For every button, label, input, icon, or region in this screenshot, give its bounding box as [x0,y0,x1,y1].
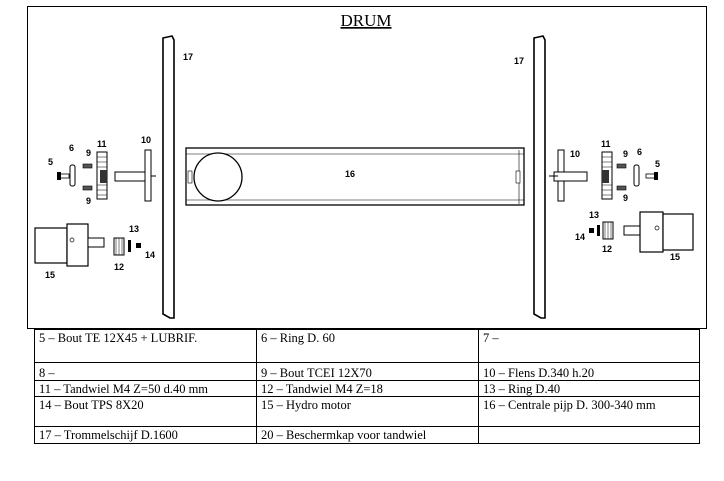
label-15-right: 15 [670,252,680,262]
table-cell: 9 – Bout TCEI 12X70 [256,362,479,381]
label-14-right: 14 [575,232,585,242]
label-13-right: 13 [589,210,599,220]
parts-list-table: 5 – Bout TE 12X45 + LUBRIF. 6 – Ring D. … [34,329,700,444]
label-5-right: 5 [655,159,660,169]
table-cell: 7 – [478,329,700,363]
table-row: 17 – Trommelschijf D.1600 20 – Beschermk… [34,426,700,444]
right-gear-12 [602,221,614,240]
left-gear-11 [96,151,108,200]
label-12-right: 12 [602,244,612,254]
table-row: 5 – Bout TE 12X45 + LUBRIF. 6 – Ring D. … [34,329,700,363]
right-ring-13 [597,225,600,236]
diagram-title: DRUM [340,11,391,30]
label-16: 16 [345,169,355,179]
label-9b-right: 9 [623,193,628,203]
table-cell: 13 – Ring D.40 [478,380,700,397]
left-bolts-9 [82,163,93,191]
table-cell: 8 – [34,362,257,381]
table-cell: 5 – Bout TE 12X45 + LUBRIF. [34,329,257,363]
left-ring-6 [69,164,76,187]
drum-drawing: DRUM 17 17 16 [27,6,707,329]
table-row: 14 – Bout TPS 8X20 15 – Hydro motor 16 –… [34,396,700,427]
left-motor-15 [34,223,105,267]
left-drum-disc [162,35,175,319]
left-bolt-14 [136,243,141,248]
left-bolt-5 [57,172,70,180]
label-9a-left: 9 [86,148,91,158]
label-11-left: 11 [97,139,107,149]
table-row: 8 – 9 – Bout TCEI 12X70 10 – Flens D.340… [34,362,700,381]
label-12-left: 12 [114,262,124,272]
right-bolts-9 [616,163,627,191]
label-17-right: 17 [514,56,524,66]
table-cell: 6 – Ring D. 60 [256,329,479,363]
left-gear-12 [113,237,125,256]
drawing-frame [27,6,707,329]
right-bolt-5 [645,172,658,180]
right-motor-15 [623,211,694,253]
label-5-left: 5 [48,157,53,167]
label-11-right: 11 [601,139,611,149]
label-10-right: 10 [570,149,580,159]
label-6-right: 6 [637,147,642,157]
label-9a-right: 9 [623,149,628,159]
label-15-left: 15 [45,270,55,280]
label-17-left: 17 [183,52,193,62]
table-cell: 16 – Centrale pijp D. 300-340 mm [478,396,700,427]
left-flange-10 [114,149,156,202]
table-cell: 14 – Bout TPS 8X20 [34,396,257,427]
label-13-left: 13 [129,224,139,234]
table-cell: 10 – Flens D.340 h.20 [478,362,700,381]
right-gear-11 [601,151,613,200]
table-cell: 12 – Tandwiel M4 Z=18 [256,380,479,397]
label-6-left: 6 [69,143,74,153]
central-tube [185,147,525,206]
label-9b-left: 9 [86,196,91,206]
table-row: 11 – Tandwiel M4 Z=50 d.40 mm 12 – Tandw… [34,380,700,397]
right-drum-disc [533,35,546,319]
table-cell: 20 – Beschermkap voor tandwiel [256,426,479,444]
left-ring-13 [128,240,131,252]
right-flange-10 [549,149,588,202]
table-cell: 11 – Tandwiel M4 Z=50 d.40 mm [34,380,257,397]
right-bolt-14 [589,228,594,233]
label-10-left: 10 [141,135,151,145]
table-cell: 17 – Trommelschijf D.1600 [34,426,257,444]
table-cell [478,426,700,444]
table-cell: 15 – Hydro motor [256,396,479,427]
right-ring-6 [633,164,640,187]
label-14-left: 14 [145,250,155,260]
exploded-view-diagram: DRUM 17 17 16 [27,6,707,329]
